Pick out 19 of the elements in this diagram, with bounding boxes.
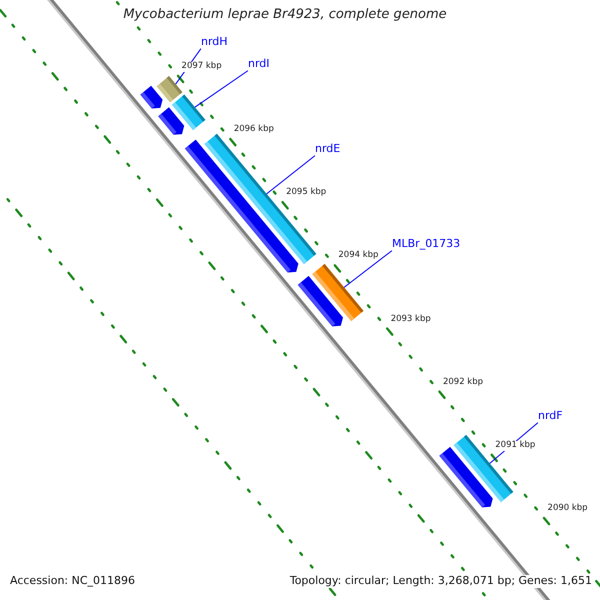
gene-label: MLBr_01733 [392,238,460,251]
scale-label: 2092 kbp [442,378,484,388]
genome-title: Mycobacterium leprae Br4923, complete genome [123,8,447,23]
genome-summary: Topology: circular; Length: 3,268,071 bp; Genes: 1,651 [290,575,592,588]
scale-label: 2097 kbp [182,62,222,72]
leader-line [266,155,316,194]
scale-label: 2096 kbp [234,125,274,135]
leader-line [194,70,248,108]
scale-label: 2094 kbp [338,251,378,262]
scale-label: 2095 kbp [286,188,326,198]
gene-block [140,86,163,108]
gene-block [158,107,184,135]
gene-block [298,276,343,326]
scale-label: 2091 kbp [495,440,536,451]
scale-label: 2090 kbp [548,504,588,514]
gene-block [439,446,493,508]
accession-label: Accession: NC_011896 [10,575,136,588]
scale-label: 2093 kbp [390,314,431,324]
leader-line [344,250,392,288]
